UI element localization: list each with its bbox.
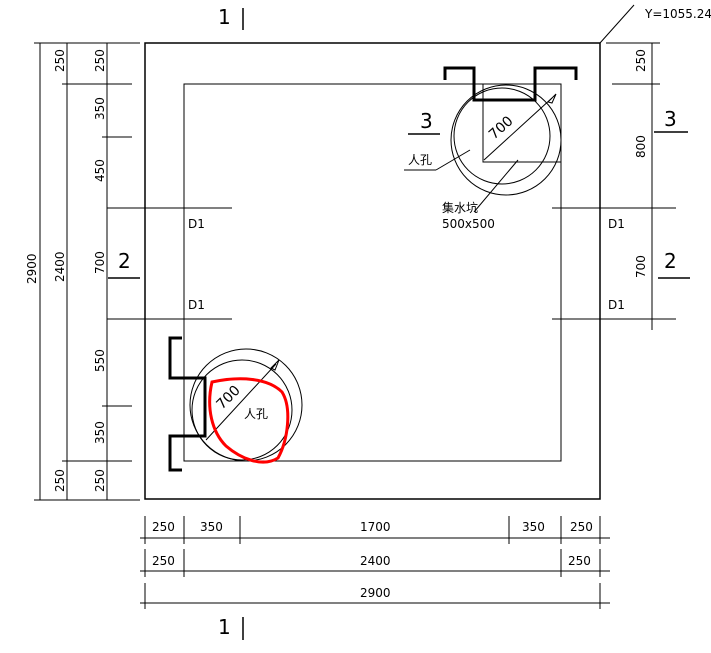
section-3-left-marker: 3 bbox=[408, 109, 440, 135]
svg-text:3: 3 bbox=[664, 107, 677, 131]
svg-text:250: 250 bbox=[570, 520, 593, 534]
left-dimension-middle: 250 2400 250 bbox=[53, 43, 132, 500]
svg-text:1: 1 bbox=[218, 615, 231, 639]
svg-text:700: 700 bbox=[634, 255, 648, 278]
d1-pipe-left-upper: D1 bbox=[107, 207, 232, 231]
svg-text:2400: 2400 bbox=[53, 251, 67, 282]
coordinate-label: Y=1055.24 bbox=[644, 7, 711, 21]
svg-text:集水坑: 集水坑 bbox=[442, 200, 478, 215]
bottom-dimension-row-2: 250 2400 250 bbox=[140, 549, 610, 577]
section-1-bottom-marker: 1 bbox=[218, 615, 244, 640]
right-dimension: 250 800 700 bbox=[606, 42, 660, 330]
d1-pipe-right-upper: D1 bbox=[552, 207, 676, 231]
section-2-right-marker: 2 bbox=[658, 249, 690, 279]
svg-text:250: 250 bbox=[152, 554, 175, 568]
svg-text:250: 250 bbox=[568, 554, 591, 568]
svg-text:2400: 2400 bbox=[360, 554, 391, 568]
bottom-dimension-row-1: 250 350 1700 350 250 bbox=[140, 516, 610, 544]
left-dimension-outer: 2900 bbox=[25, 42, 140, 501]
coordinate-leader bbox=[599, 4, 635, 44]
svg-text:800: 800 bbox=[634, 135, 648, 158]
svg-text:250: 250 bbox=[152, 520, 175, 534]
svg-text:2: 2 bbox=[664, 249, 677, 273]
svg-text:2900: 2900 bbox=[360, 586, 391, 600]
manhole-top-right-ladder bbox=[443, 66, 578, 102]
svg-text:350: 350 bbox=[93, 97, 107, 120]
svg-text:250: 250 bbox=[53, 49, 67, 72]
svg-text:450: 450 bbox=[93, 159, 107, 182]
section-1-top-marker: 1 bbox=[218, 5, 244, 30]
svg-text:2: 2 bbox=[118, 249, 131, 273]
sump-leader: 集水坑 500x500 bbox=[442, 159, 519, 231]
svg-text:D1: D1 bbox=[188, 298, 205, 312]
manhole-top-right: 700 bbox=[443, 66, 578, 196]
svg-text:250: 250 bbox=[634, 49, 648, 72]
sump-pit bbox=[482, 83, 562, 163]
red-markup-circle bbox=[208, 377, 290, 464]
manhole-bottom-left-label: 人孔 bbox=[244, 407, 268, 421]
svg-text:D1: D1 bbox=[608, 298, 625, 312]
svg-text:D1: D1 bbox=[608, 217, 625, 231]
svg-text:3: 3 bbox=[420, 109, 433, 133]
svg-text:250: 250 bbox=[93, 49, 107, 72]
left-dimension-inner: 250 350 450 700 550 350 250 bbox=[93, 43, 132, 500]
d1-pipe-left-lower: D1 bbox=[107, 298, 232, 320]
svg-text:1700: 1700 bbox=[360, 520, 391, 534]
bottom-dimension-row-3: 2900 bbox=[140, 583, 610, 609]
inner-wall-outline bbox=[183, 83, 562, 462]
svg-text:350: 350 bbox=[522, 520, 545, 534]
svg-text:2900: 2900 bbox=[25, 253, 39, 284]
outer-wall-outline bbox=[144, 42, 601, 500]
svg-text:350: 350 bbox=[93, 421, 107, 444]
svg-text:350: 350 bbox=[200, 520, 223, 534]
section-2-left-marker: 2 bbox=[108, 249, 140, 279]
manhole-bottom-left-diameter: 700 bbox=[214, 383, 244, 413]
svg-text:700: 700 bbox=[93, 251, 107, 274]
manhole-top-right-diameter: 700 bbox=[486, 113, 517, 143]
svg-text:250: 250 bbox=[93, 469, 107, 492]
svg-text:人孔: 人孔 bbox=[408, 153, 432, 167]
section-3-right-marker: 3 bbox=[654, 107, 688, 133]
manhole-top-right-leader: 人孔 bbox=[404, 149, 471, 171]
svg-text:D1: D1 bbox=[188, 217, 205, 231]
d1-pipe-right-lower: D1 bbox=[552, 298, 676, 320]
svg-text:500x500: 500x500 bbox=[442, 217, 495, 231]
manhole-bottom-left-ladder bbox=[168, 336, 207, 472]
manhole-bottom-left: 700 人孔 bbox=[168, 336, 303, 472]
svg-text:1: 1 bbox=[218, 5, 231, 29]
svg-text:250: 250 bbox=[53, 469, 67, 492]
svg-text:550: 550 bbox=[93, 349, 107, 372]
